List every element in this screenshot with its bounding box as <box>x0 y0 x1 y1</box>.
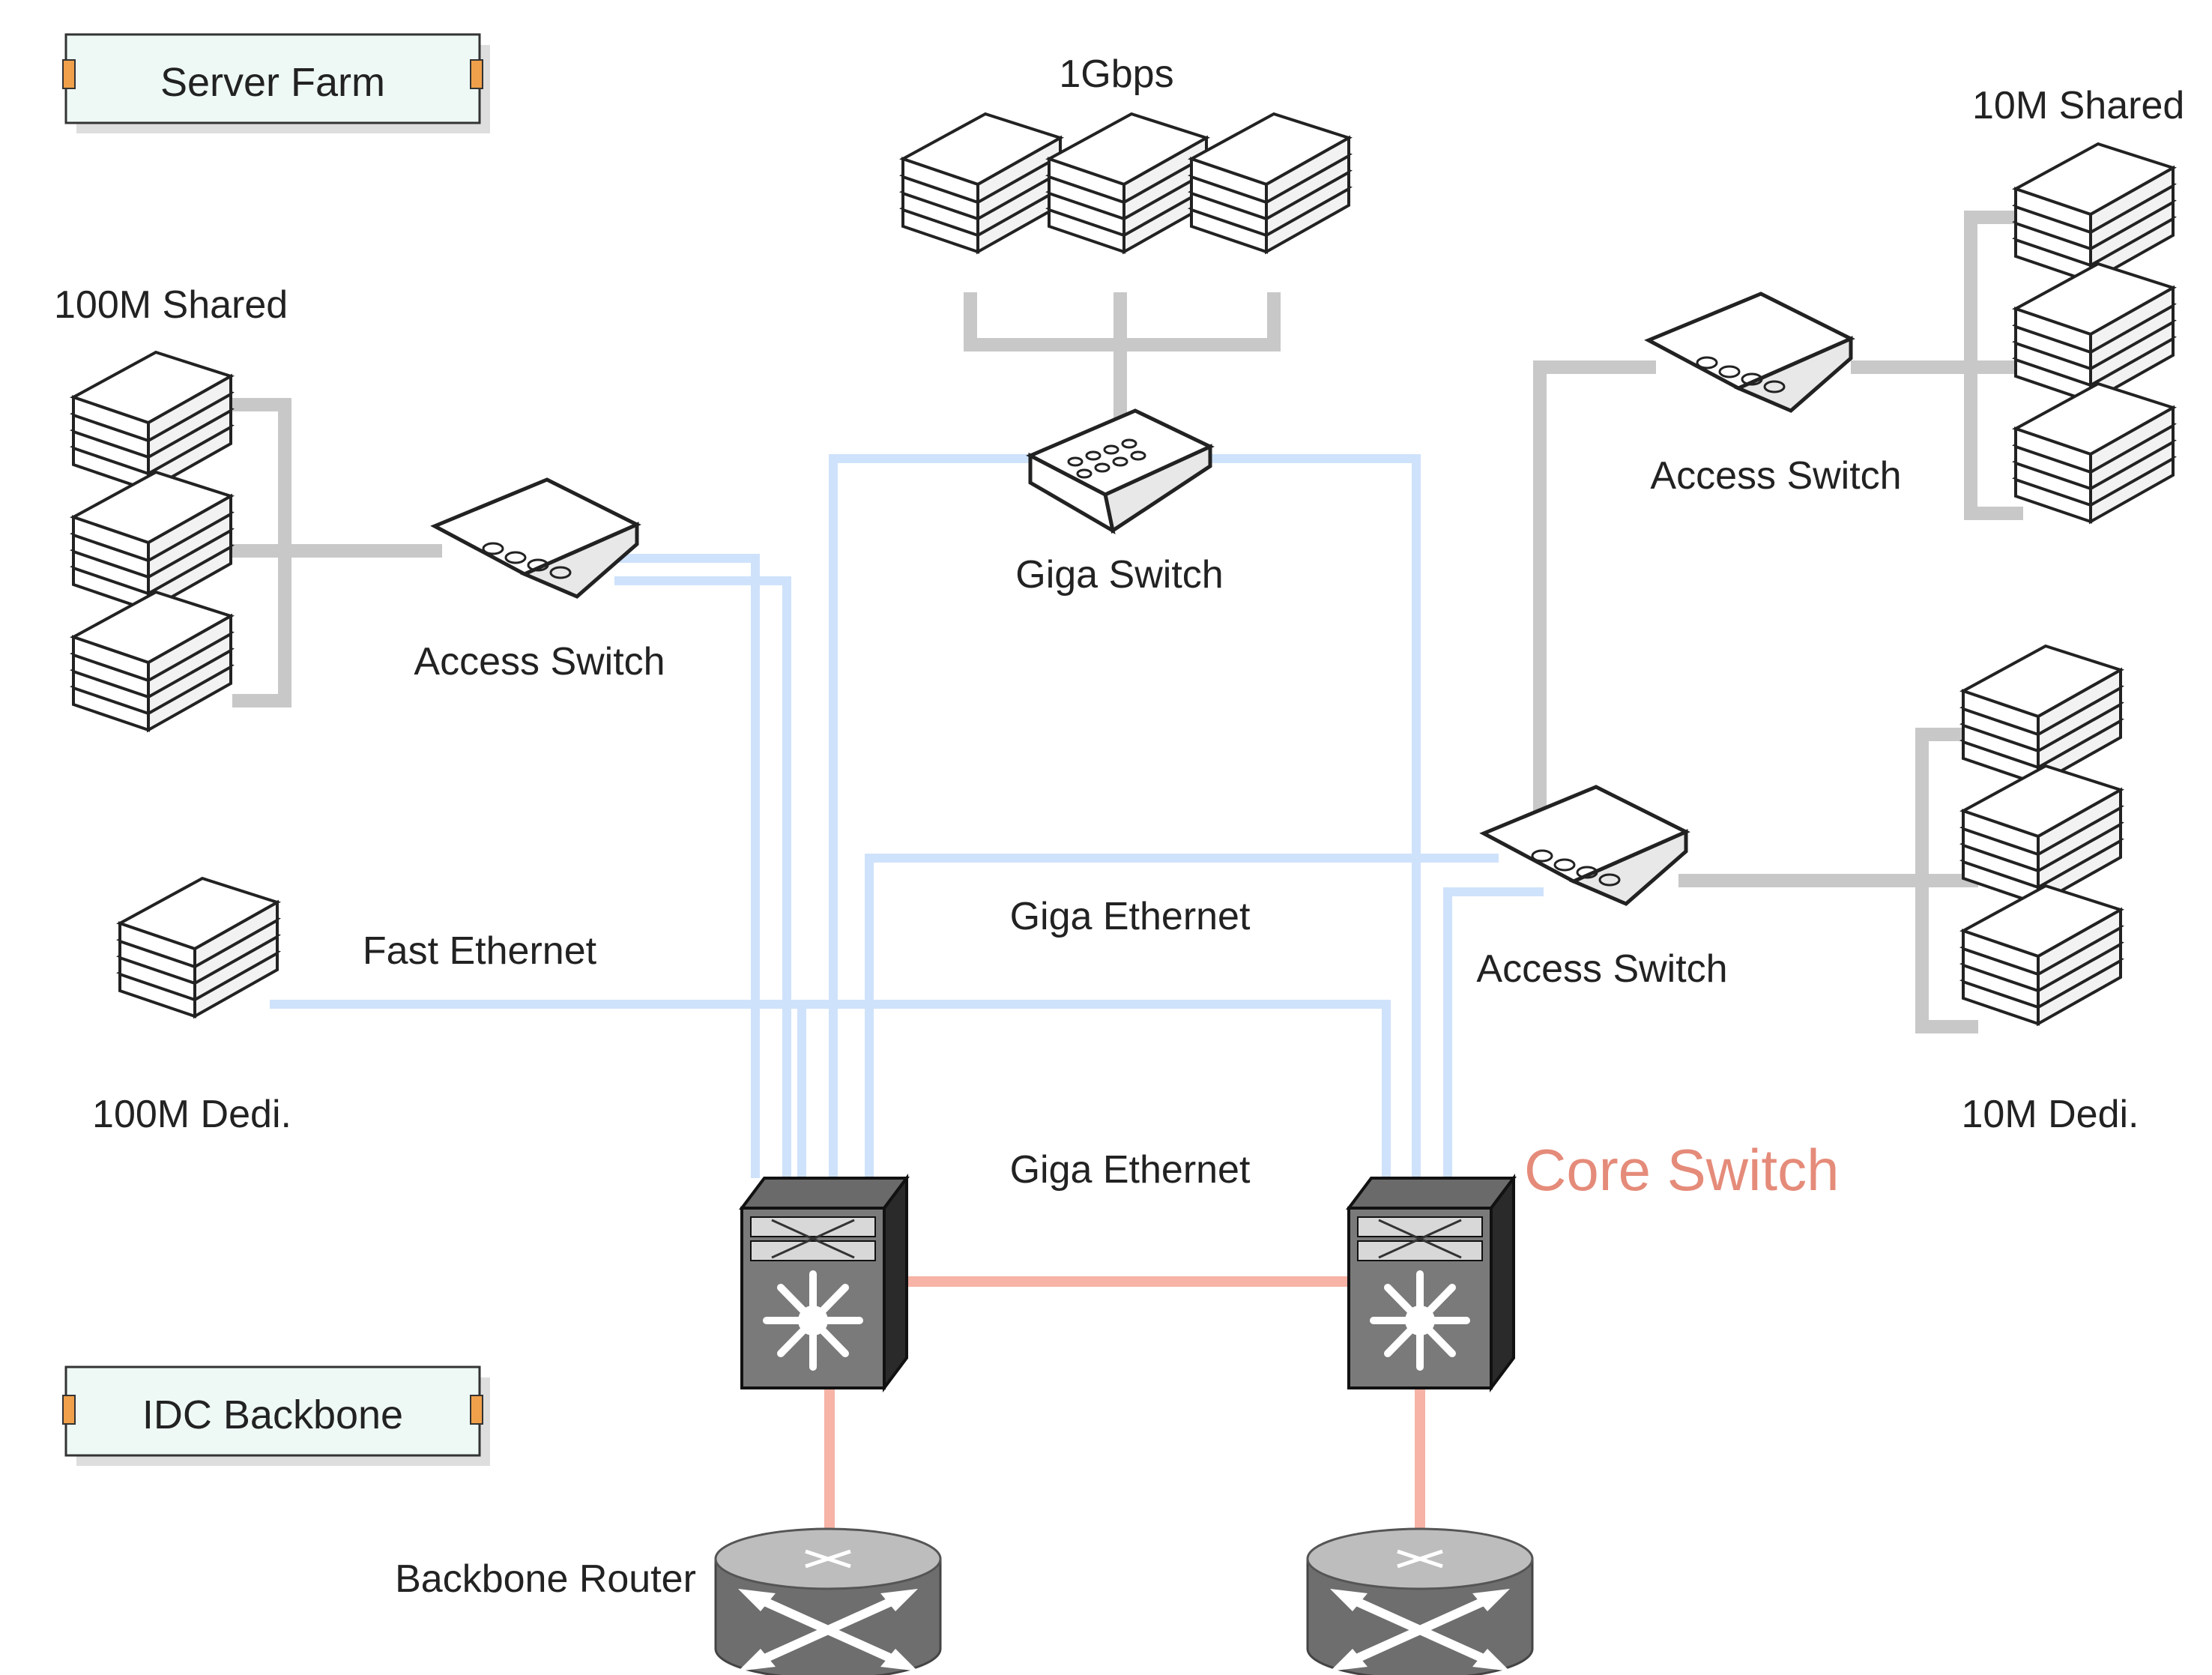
server-stack-10m-shared-3 <box>2016 384 2173 522</box>
blue-links <box>270 454 1544 1178</box>
label-core-switch: Core Switch <box>1524 1137 1839 1203</box>
access-switch-left <box>435 480 637 622</box>
backbone-router-left <box>716 1529 940 1675</box>
label-access-switch-mid-right: Access Switch <box>1476 947 1727 991</box>
label-access-switch-left: Access Switch <box>414 640 665 683</box>
server-stack-1gbps-1 <box>903 114 1060 252</box>
label-giga-ethernet-lower: Giga Ethernet <box>1010 1148 1251 1192</box>
core-switch-left <box>742 1178 907 1388</box>
server-stack-10m-dedi-3 <box>1963 886 2121 1024</box>
server-stack-10m-shared-2 <box>2016 264 2173 402</box>
grey-links <box>232 211 2023 1033</box>
server-farm-label: Server Farm <box>160 60 385 105</box>
label-100m-shared: 100M Shared <box>54 283 288 327</box>
access-switch-mid-right <box>1484 787 1686 929</box>
idc-backbone-label: IDC Backbone <box>142 1392 403 1437</box>
server-stack-100m-dedi <box>120 878 277 1016</box>
server-stack-1gbps-3 <box>1191 114 1349 252</box>
access-switch-top-right <box>1649 294 1851 436</box>
label-10m-dedi: 10M Dedi. <box>1962 1093 2139 1136</box>
giga-switch <box>1030 411 1210 531</box>
server-farm-legend: Server Farm <box>62 33 490 133</box>
core-switch-right <box>1349 1178 1514 1388</box>
idc-backbone-legend: IDC Backbone <box>62 1365 490 1466</box>
server-stack-10m-dedi-1 <box>1963 646 2121 784</box>
label-access-switch-top-right: Access Switch <box>1650 454 1901 498</box>
server-stack-10m-shared-1 <box>2016 144 2173 282</box>
server-stack-100m-shared-2 <box>73 472 231 610</box>
backbone-router-right <box>1308 1529 1532 1675</box>
label-fast-ethernet: Fast Ethernet <box>363 929 597 973</box>
label-1gbps: 1Gbps <box>1059 52 1173 96</box>
label-backbone-router: Backbone Router <box>395 1557 696 1601</box>
label-giga-switch: Giga Switch <box>1015 553 1223 597</box>
label-100m-dedi: 100M Dedi. <box>92 1093 291 1136</box>
server-stack-100m-shared-1 <box>73 352 231 490</box>
label-10m-shared: 10M Shared <box>1972 84 2184 127</box>
label-giga-ethernet-upper: Giga Ethernet <box>1010 895 1251 938</box>
red-links <box>824 1276 1425 1536</box>
server-stack-100m-shared-3 <box>73 592 231 730</box>
server-stack-1gbps-2 <box>1049 114 1206 252</box>
server-stack-10m-dedi-2 <box>1963 766 2121 904</box>
